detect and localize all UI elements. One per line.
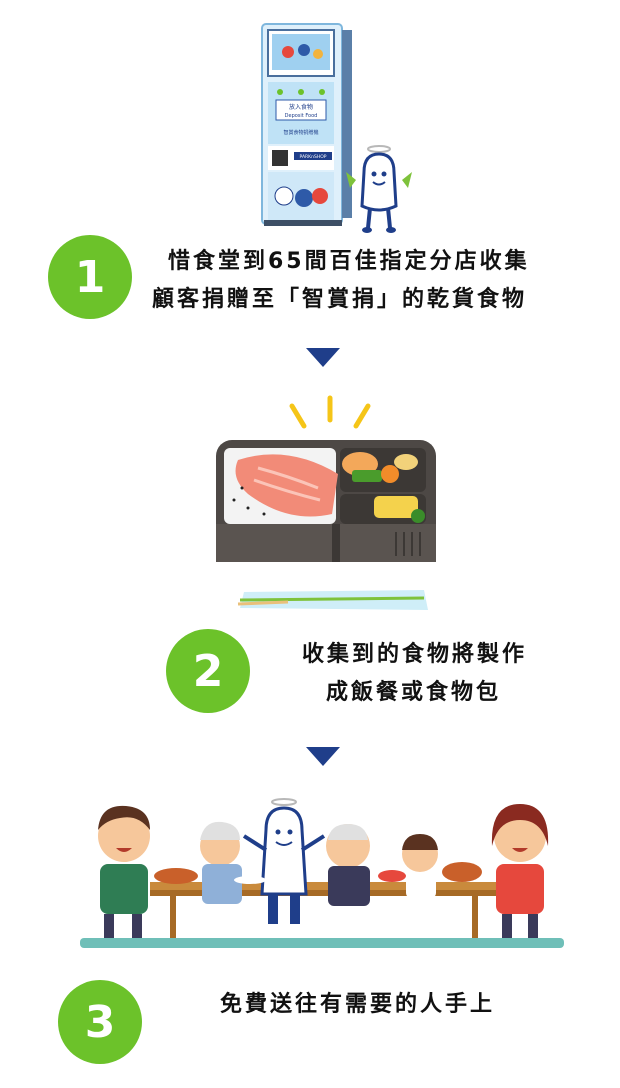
bento-illustration: [208, 395, 444, 622]
mascot-angel: [346, 142, 412, 234]
kiosk-graphic: 放入食物 Deposit Food 智賞食物捐贈機 PARKnSHOP: [261, 23, 352, 226]
step-3-line-1: 免費送往有需要的人手上: [220, 992, 496, 1017]
step-3-number-badge: 3: [58, 980, 142, 1064]
kiosk-brand: PARKnSHOP: [300, 154, 327, 160]
step-2-line-1: 收集到的食物將製作: [302, 642, 528, 667]
step-1-line-1: 惜食堂到65間百佳指定分店收集: [168, 249, 530, 274]
step-2-text: 收集到的食物將製作 成飯餐或食物包: [302, 636, 527, 712]
kiosk-label: 智賞食物捐贈機: [283, 129, 318, 136]
step-1-text: 惜食堂到65間百佳指定分店收集 顧客捐贈至「智賞捐」的乾貨食物: [152, 243, 530, 319]
step-1-number-badge: 1: [48, 235, 132, 319]
down-arrow-1: [306, 348, 340, 367]
step-2-number-badge: 2: [166, 629, 250, 713]
mascot-graphic: [346, 145, 412, 233]
family-dinner-illustration: [80, 790, 564, 952]
kiosk-deposit-cn: 放入食物: [289, 103, 313, 111]
family-dinner-graphic: [80, 798, 564, 948]
step-2-line-2: 成飯餐或食物包: [326, 680, 502, 705]
bento-graphic: [216, 395, 436, 610]
down-arrow-2: [306, 747, 340, 766]
step-1-line-2: 顧客捐贈至「智賞捐」的乾貨食物: [152, 287, 528, 312]
kiosk-deposit-en: Deposit Food: [285, 113, 318, 119]
kiosk-illustration: 放入食物 Deposit Food 智賞食物捐贈機 PARKnSHOP: [258, 20, 358, 228]
step-3-text: 免費送往有需要的人手上: [220, 986, 495, 1024]
